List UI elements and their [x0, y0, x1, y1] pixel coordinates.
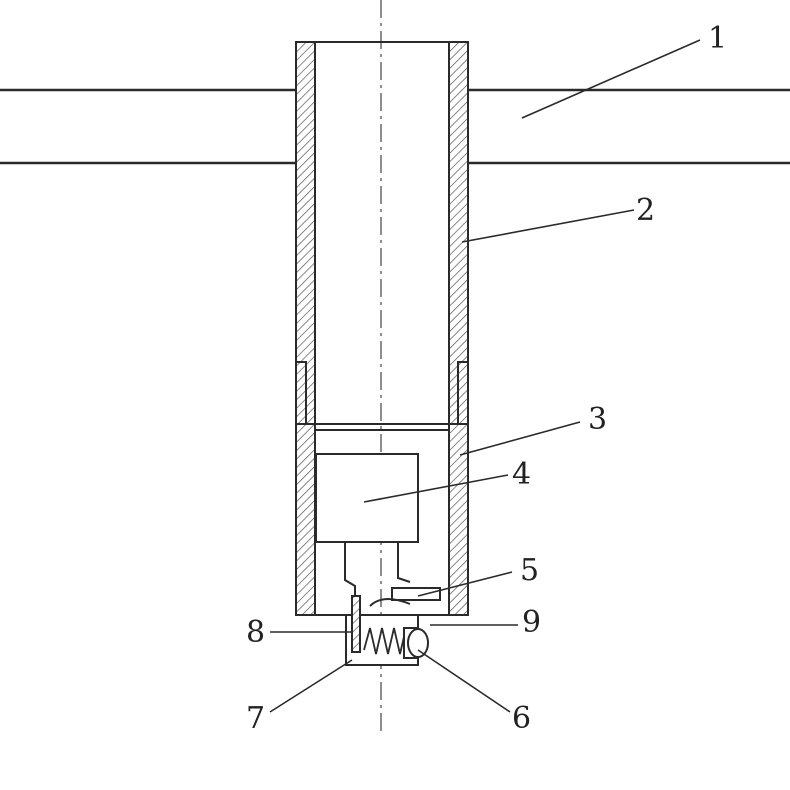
callout-label-6: 6 — [512, 701, 532, 736]
callout-label-8: 8 — [246, 615, 266, 650]
outer-tube — [295, 41, 469, 616]
latch-5 — [369, 587, 441, 607]
block-4 — [315, 453, 419, 600]
callout-label-7: 7 — [246, 701, 266, 736]
callout-label-4: 4 — [512, 457, 532, 492]
callout-label-9: 9 — [522, 605, 542, 640]
inner-sleeve — [295, 361, 469, 431]
callout-label-5: 5 — [520, 553, 540, 588]
callout-label-2: 2 — [636, 193, 656, 228]
leader-lines — [269, 39, 701, 713]
bottom-housing — [345, 595, 429, 666]
plate-1 — [0, 88, 790, 165]
callout-label-3: 3 — [588, 402, 608, 437]
callout-label-1: 1 — [708, 21, 728, 56]
